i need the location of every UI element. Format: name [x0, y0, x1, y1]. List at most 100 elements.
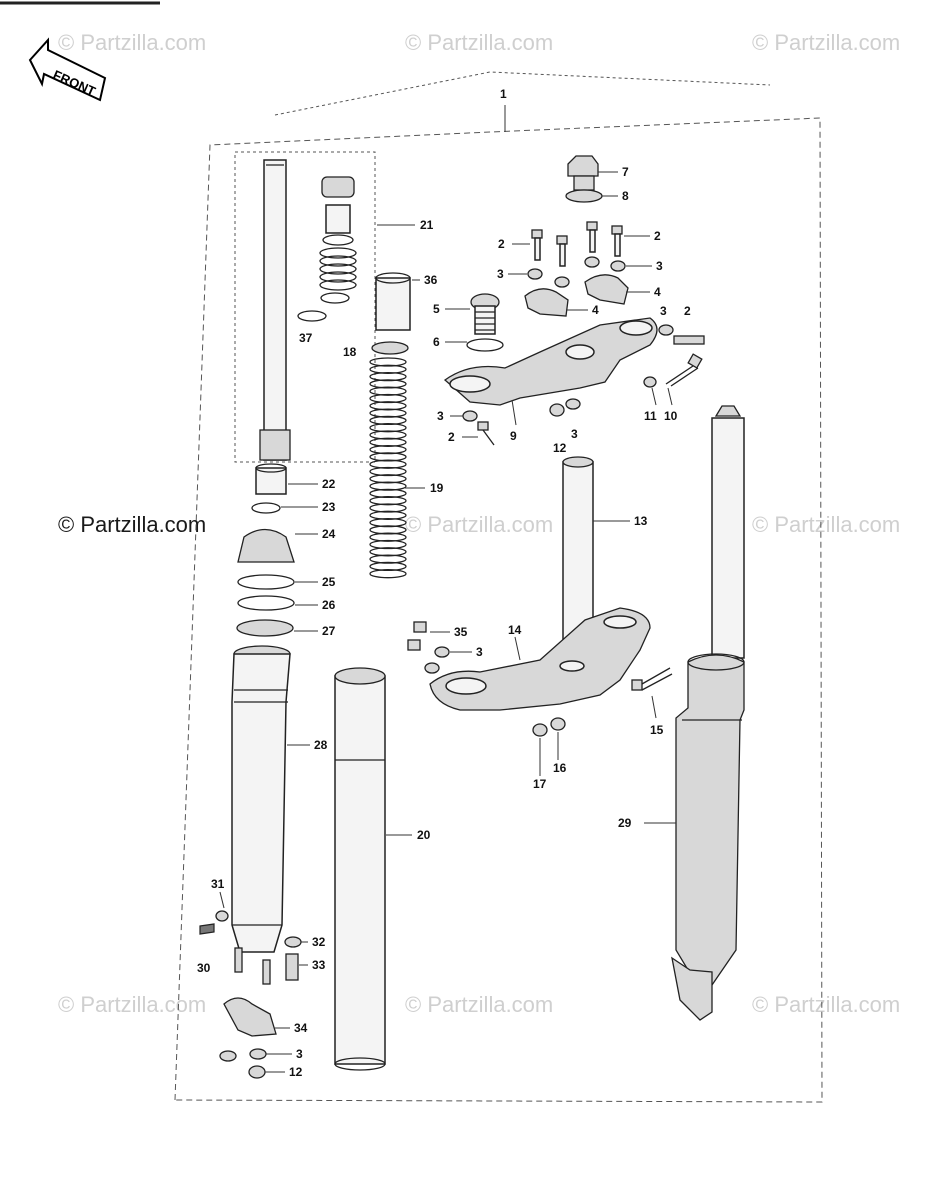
- lower-bracket: [429, 607, 651, 711]
- washer: [434, 646, 450, 658]
- callout-5: 5: [433, 302, 440, 316]
- callout-15: 15: [650, 723, 664, 737]
- inner-stanchion: [334, 667, 386, 1071]
- handlebar-clamp: [524, 288, 569, 317]
- bleed-screw: [199, 923, 215, 935]
- circlip: [297, 310, 327, 322]
- callout-26: 26: [322, 598, 336, 612]
- spring-coil: [369, 364, 407, 374]
- callout-22: 22: [322, 477, 336, 491]
- spring-coil: [369, 444, 407, 455]
- right-fork-leg: [671, 405, 745, 1021]
- nut: [284, 936, 302, 948]
- pinch-bolt: [665, 353, 703, 387]
- handlebar-clamp: [584, 274, 629, 305]
- spring-coil: [369, 474, 407, 484]
- axle-stud: [285, 953, 299, 981]
- oil-seal-parts: [236, 463, 295, 637]
- bolt: [413, 621, 427, 633]
- watermark: © Partzilla.com: [405, 30, 553, 55]
- callout-14: 14: [508, 623, 522, 637]
- spring-coil: [369, 525, 407, 535]
- spring-coil: [369, 393, 407, 404]
- washer: [610, 260, 626, 272]
- callout-1: 1: [500, 87, 507, 101]
- washer: [554, 276, 570, 288]
- spring-coil: [369, 569, 407, 579]
- nut: [248, 1065, 266, 1079]
- fork-cap-bolt: [565, 155, 603, 203]
- spring-coil: [369, 547, 407, 557]
- callout-3: 3: [497, 267, 504, 281]
- spring-coil: [369, 430, 407, 440]
- watermark: © Partzilla.com: [752, 30, 900, 55]
- spring-coil: [369, 517, 407, 528]
- watermark: © Partzilla.com: [405, 992, 553, 1017]
- spring-coil: [369, 386, 407, 396]
- spring-coil: [369, 452, 407, 462]
- spring-coil: [369, 357, 407, 367]
- bolts: [531, 221, 623, 267]
- callout-4: 4: [654, 285, 661, 299]
- callout-23: 23: [322, 500, 336, 514]
- callout-10: 10: [664, 409, 678, 423]
- nut: [549, 403, 565, 417]
- spring-coil: [369, 532, 407, 542]
- watermark: © Partzilla.com: [58, 30, 206, 55]
- steering-stem-nut: [466, 293, 504, 352]
- callout-2: 2: [684, 304, 691, 318]
- callout-11: 11: [644, 409, 657, 423]
- upper-bracket: [443, 317, 658, 406]
- spring-coil: [369, 488, 407, 499]
- nut: [532, 723, 548, 737]
- callout-13: 13: [634, 514, 648, 528]
- callout-3: 3: [476, 645, 483, 659]
- nut: [219, 1050, 237, 1062]
- watermark: © Partzilla.com: [405, 512, 553, 537]
- callout-2: 2: [654, 229, 661, 243]
- callout-7: 7: [622, 165, 629, 179]
- watermark: © Partzilla.com: [58, 512, 206, 537]
- callout-30: 30: [197, 961, 211, 975]
- callout-8: 8: [622, 189, 629, 203]
- callout-19: 19: [430, 481, 444, 495]
- callout-3: 3: [296, 1047, 303, 1061]
- axle-cap: [223, 997, 277, 1037]
- callout-4: 4: [592, 303, 599, 317]
- inner-tube: [259, 159, 291, 461]
- callout-2: 2: [498, 237, 505, 251]
- callout-3: 3: [571, 427, 578, 441]
- callout-3: 3: [660, 304, 667, 318]
- callout-2: 2: [448, 430, 455, 444]
- callout-29: 29: [618, 816, 632, 830]
- washer: [550, 717, 566, 731]
- fork-spring: [369, 357, 407, 579]
- front-arrow-icon: FRONT: [28, 37, 107, 102]
- callout-21: 21: [420, 218, 434, 232]
- callout-28: 28: [314, 738, 328, 752]
- spring-coil: [369, 408, 407, 418]
- callout-16: 16: [553, 761, 567, 775]
- callout-36: 36: [424, 273, 438, 287]
- callout-37: 37: [299, 331, 313, 345]
- washer: [565, 398, 581, 410]
- spring-seat: [371, 341, 409, 355]
- spring-coil: [369, 437, 407, 447]
- callout-17: 17: [533, 777, 547, 791]
- stud: [234, 947, 243, 973]
- callout-6: 6: [433, 335, 440, 349]
- spring-coil: [369, 379, 407, 389]
- washer: [462, 410, 478, 422]
- callout-18: 18: [343, 345, 357, 359]
- washer: [584, 256, 600, 268]
- bolt: [673, 335, 705, 345]
- washer: [215, 910, 229, 922]
- callout-25: 25: [322, 575, 336, 589]
- callout-24: 24: [322, 527, 336, 541]
- spring-coil: [369, 415, 407, 426]
- callout-9: 9: [510, 429, 517, 443]
- bolt: [407, 639, 421, 651]
- left-outer-tube: [231, 645, 291, 953]
- watermark: © Partzilla.com: [58, 992, 206, 1017]
